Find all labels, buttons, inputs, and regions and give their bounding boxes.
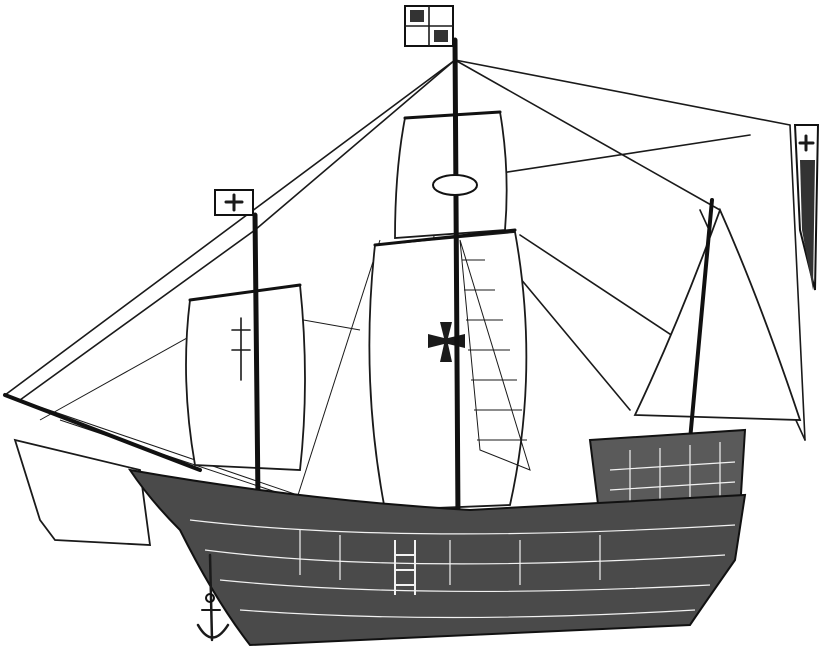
top-yard [403,110,502,120]
main-mast [452,37,461,523]
foresail-cross [231,317,251,381]
main-yard [373,228,517,247]
mizzen-mast [688,198,714,442]
spritsail [13,438,152,546]
shrouds [459,239,531,471]
foresail [185,283,306,471]
mizzen-pennant [793,124,820,291]
crows-nest [432,174,478,196]
anchor [196,553,230,642]
hull-planking [189,519,736,619]
main-sail [368,231,528,511]
hull [127,468,747,647]
fore-yard [188,283,302,302]
mizzen-sail [633,207,802,421]
main-flag [404,5,454,47]
bowsprit [3,393,202,472]
main-sail-cross [428,322,465,362]
fore-flag [214,189,254,216]
fore-mast [252,212,261,503]
